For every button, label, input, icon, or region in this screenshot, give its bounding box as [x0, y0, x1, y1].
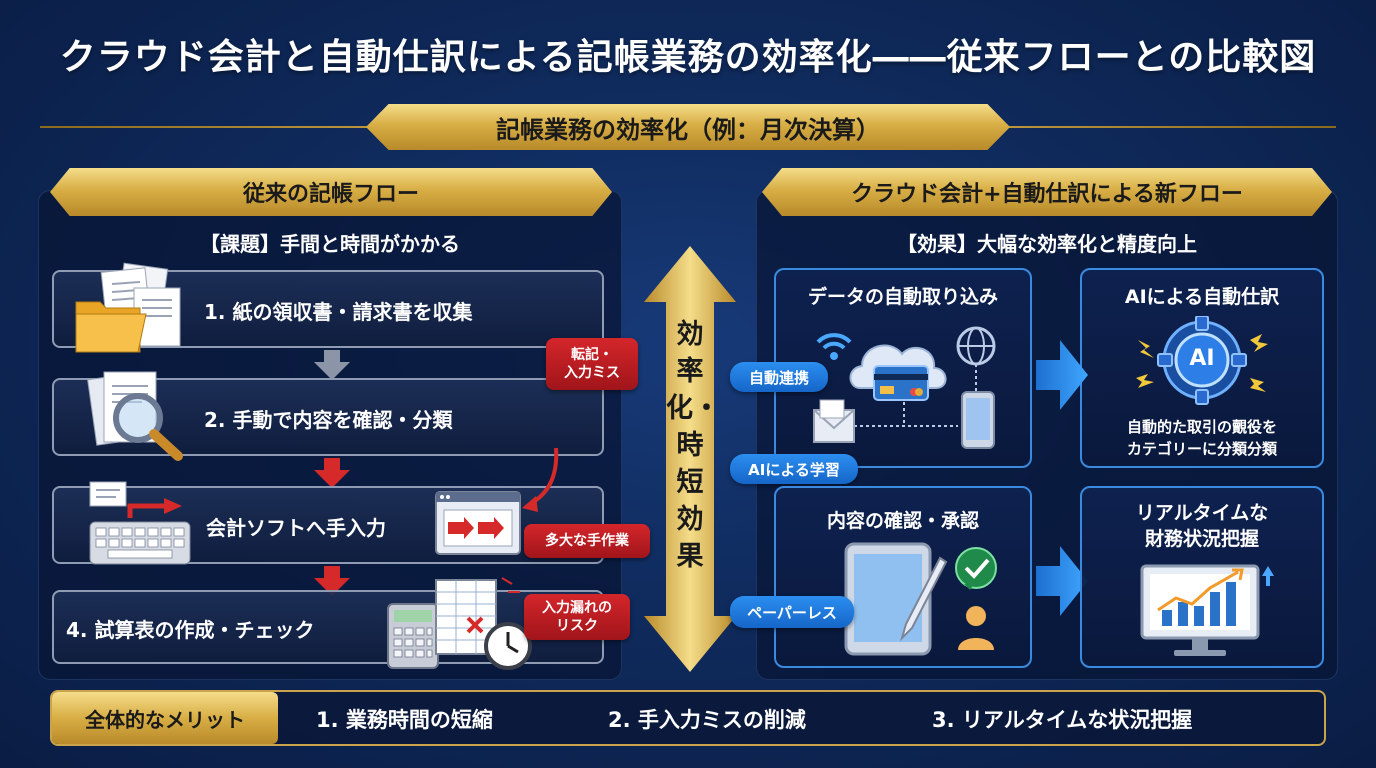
pill-paperless: ペーパーレス	[730, 596, 854, 628]
cloud-sync-icon	[813, 326, 996, 449]
legacy-flow-heading: 従来の記帳フロー	[50, 168, 612, 216]
legacy-step-1-label: 1. 紙の領収書・請求書を収集	[204, 300, 473, 324]
down-arrow-icon	[314, 458, 350, 488]
keyboard-input-icon	[89, 481, 191, 565]
merit-item-1: 1. 業務時間の短縮	[316, 708, 493, 732]
tablet-approve-icon	[844, 542, 997, 656]
auto-import-title: データの自動取り込み	[807, 286, 998, 308]
documents-folder-icon	[75, 262, 181, 353]
legacy-issue: 【課題】手間と時間がかかる	[200, 232, 460, 256]
merit-label-box: 全体的なメリット	[52, 692, 278, 744]
new-flow-effect: 【効果】大幅な効率化と精度向上	[897, 232, 1197, 256]
right-arrow-icon	[1036, 546, 1088, 616]
down-arrow-icon	[314, 566, 350, 596]
ai-journal-title: AIによる自動仕訳	[1124, 286, 1280, 308]
new-flow-heading: クラウド会計+自動仕訳による新フロー	[762, 168, 1332, 216]
legacy-step-4-label: 4. 試算表の作成・チェック	[66, 618, 315, 642]
curved-red-arrow-icon	[522, 447, 559, 512]
legacy-step-3-label: 会計ソフトへ手入力	[206, 516, 386, 540]
page-title: クラウド会計と自動仕訳による記帳業務の効率化――従来フローとの比較図	[59, 37, 1317, 78]
right-arrow-icon	[1036, 340, 1088, 410]
ai-journal-description: 自動的た取引の覿役を カテゴリーに分類分類	[1126, 418, 1277, 458]
ai-gear-icon	[1136, 316, 1268, 405]
error-tag-manual-work: 多大な手作業	[524, 524, 650, 558]
review-approve-title: 内容の確認・承認	[826, 510, 979, 532]
pill-ai-learning: AIによる学習	[730, 454, 858, 484]
efficiency-label: 効率化・時短効果	[666, 319, 720, 572]
center-banner-label: 記帳業務の効率化（例：月次決算）	[496, 115, 880, 144]
calculator-spreadsheet-clock-icon	[387, 577, 532, 670]
center-banner: 記帳業務の効率化（例：月次決算）	[366, 104, 1010, 150]
pill-auto-link: 自動連携	[730, 362, 828, 392]
magnifier-document-icon	[87, 371, 183, 461]
down-arrow-icon	[314, 350, 350, 380]
legacy-flow-heading-label: 従来の記帳フロー	[242, 182, 419, 207]
double-arrow-icon	[644, 246, 736, 672]
realtime-title: リアルタイムな 財務状況把握	[1135, 502, 1269, 550]
software-window-icon	[435, 491, 521, 555]
merit-item-3: 3. リアルタイムな状況把握	[932, 708, 1193, 732]
monitor-chart-icon	[1140, 564, 1274, 656]
legacy-step-2-label: 2. 手動で内容を確認・分類	[204, 408, 453, 432]
error-tag-omission-risk: 入力漏れの リスク	[524, 594, 630, 640]
ai-badge-label: AI	[1189, 346, 1215, 371]
new-flow-heading-label: クラウド会計+自動仕訳による新フロー	[851, 182, 1243, 207]
merit-label: 全体的なメリット	[85, 707, 245, 732]
error-tag-transcription: 転記・ 入力ミス	[546, 338, 638, 390]
merit-item-2: 2. 手入力ミスの削減	[608, 708, 806, 732]
